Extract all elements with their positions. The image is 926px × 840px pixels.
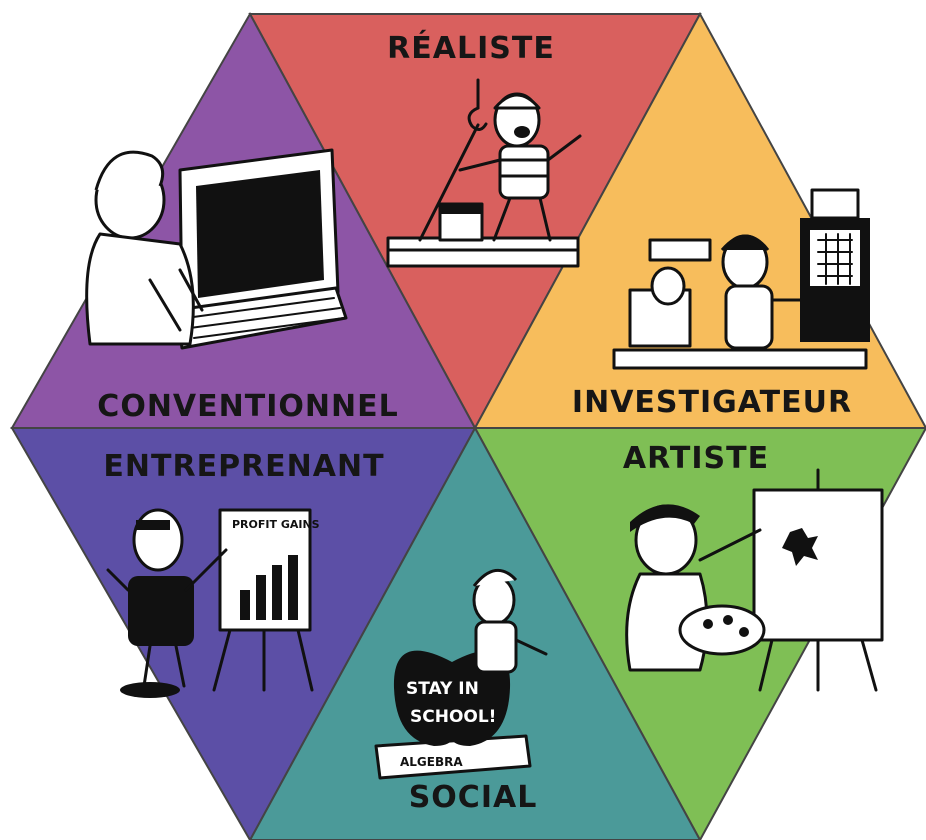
artiste-illustration	[625, 468, 884, 692]
profit-chart-title: PROFIT GAINS	[232, 518, 320, 531]
apple-line-1: STAY IN	[406, 679, 479, 699]
realiste-illustration	[386, 78, 582, 268]
label-artiste: ARTISTE	[623, 441, 769, 476]
label-investigateur: INVESTIGATEUR	[572, 385, 852, 420]
conventionnel-illustration	[85, 148, 348, 350]
label-entreprenant: ENTREPRENANT	[103, 449, 384, 484]
label-social: SOCIAL	[409, 780, 538, 815]
label-realiste: RÉALISTE	[387, 30, 555, 66]
social-illustration: ALGEBRA STAY IN SCHOOL!	[374, 569, 548, 780]
entreprenant-illustration: PROFIT GAINS	[106, 508, 320, 698]
label-conventionnel: CONVENTIONNEL	[97, 389, 398, 424]
apple-line-2: SCHOOL!	[410, 707, 496, 727]
investigateur-illustration	[612, 188, 870, 370]
book-label: ALGEBRA	[400, 755, 463, 769]
